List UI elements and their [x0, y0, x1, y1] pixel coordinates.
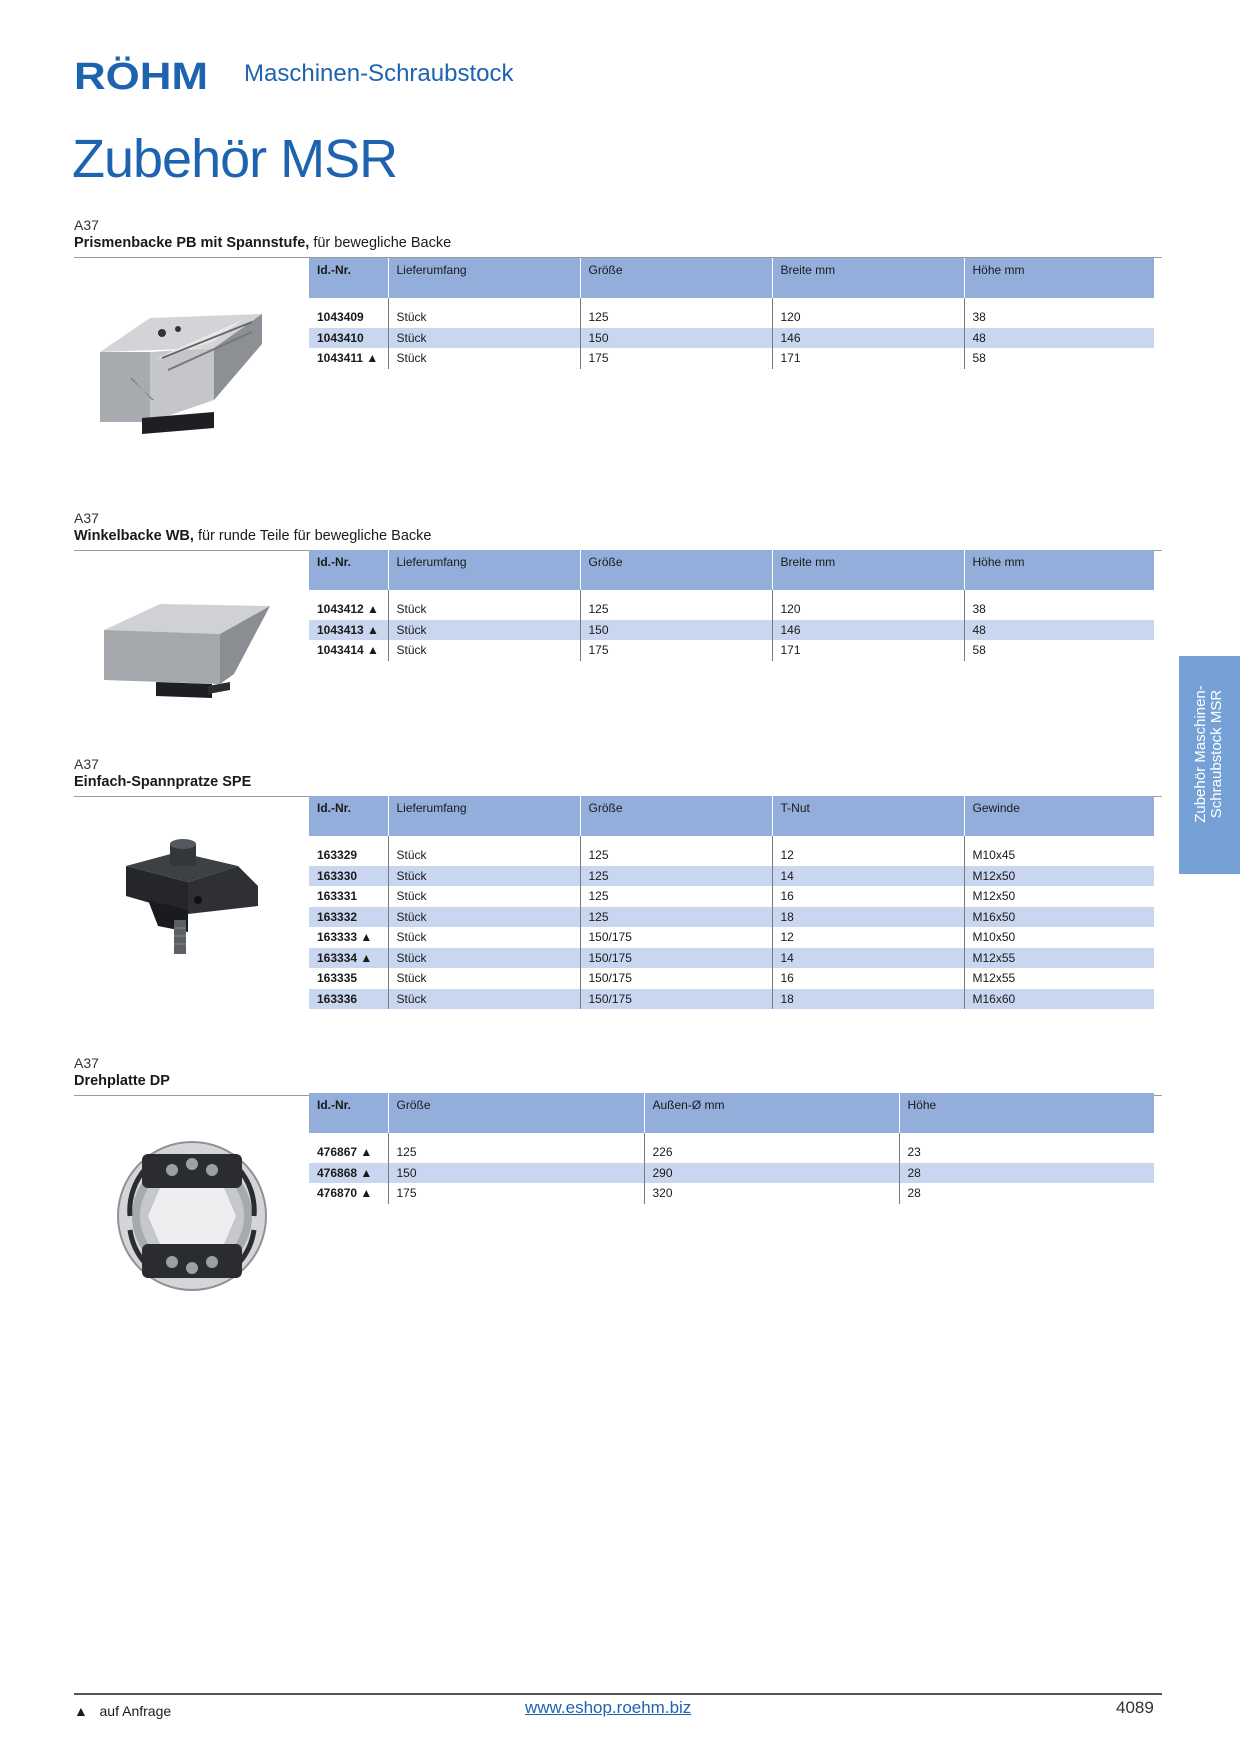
column-header: Gewinde	[963, 796, 1154, 836]
column-header: Höhe mm	[963, 550, 1154, 590]
table-winkelbacke: Id.-Nr. Lieferumfang Größe Breite mm Höh…	[309, 550, 1154, 661]
column-header: Lieferumfang	[387, 258, 580, 298]
table-spannpratze: Id.-Nr. Lieferumfang Größe T-Nut Gewinde…	[309, 796, 1154, 1009]
eshop-link[interactable]: www.eshop.roehm.biz	[525, 1698, 692, 1717]
column-header: Größe	[387, 1093, 644, 1133]
page-number: 4089	[1116, 1698, 1154, 1717]
column-header: Id.-Nr.	[309, 1093, 388, 1133]
section-title: Drehplatte DP	[74, 1073, 170, 1089]
column-header: Lieferumfang	[387, 796, 580, 836]
side-tab[interactable]	[1179, 656, 1240, 874]
column-header: Id.-Nr.	[309, 550, 388, 590]
column-header: Lieferumfang	[387, 550, 580, 590]
roehm-logo: RÖHM	[74, 56, 208, 96]
footer-note: ▲ auf Anfrage	[74, 1703, 172, 1719]
prismenbacke-image	[100, 314, 262, 434]
winkelbacke-image	[104, 604, 270, 698]
section-code: A37	[74, 217, 99, 233]
column-header: Höhe	[898, 1093, 1154, 1133]
section-rule	[74, 257, 1162, 258]
column-header: Größe	[579, 550, 772, 590]
section-winkelbacke: A37 Winkelbacke WB, für runde Teile für …	[74, 510, 1162, 551]
section-spannpratze: A37 Einfach-Spannpratze SPE	[74, 756, 1162, 797]
side-tab-label: Zubehör Maschinen- Schraubstock MSR	[1192, 685, 1225, 823]
column-header: Größe	[579, 796, 772, 836]
section-title: Prismenbacke PB mit Spannstufe, für bewe…	[74, 235, 452, 251]
section-title: Winkelbacke WB, für runde Teile für bewe…	[74, 528, 432, 544]
section-code: A37	[74, 756, 99, 772]
column-header: Id.-Nr.	[309, 258, 388, 298]
column-header: Außen-Ø mm	[643, 1093, 899, 1133]
column-header: Breite mm	[771, 258, 964, 298]
table-prismenbacke: Id.-Nr. Lieferumfang Größe Breite mm Höh…	[309, 258, 1154, 369]
header-subtitle: Maschinen-Schraubstock	[244, 60, 514, 87]
page-title: Zubehör MSR	[72, 129, 398, 189]
section-code: A37	[74, 510, 99, 526]
drehplatte-image	[117, 1141, 267, 1291]
svg-text:RÖHM: RÖHM	[74, 56, 208, 96]
column-header: Breite mm	[771, 550, 964, 590]
section-prismenbacke: A37 Prismenbacke PB mit Spannstufe, für …	[74, 217, 1162, 258]
section-drehplatte: A37 Drehplatte DP	[74, 1055, 1162, 1096]
section-code: A37	[74, 1055, 99, 1071]
section-title: Einfach-Spannpratze SPE	[74, 774, 252, 790]
column-header: Größe	[579, 258, 772, 298]
column-header: T-Nut	[771, 796, 964, 836]
spannpratze-image	[126, 839, 258, 954]
column-header: Höhe mm	[963, 258, 1154, 298]
footer-rule	[74, 1693, 1162, 1695]
column-header: Id.-Nr.	[309, 796, 388, 836]
table-drehplatte: Id.-Nr. Größe Außen-Ø mm Höhe 476867 ▲12…	[309, 1093, 1154, 1204]
